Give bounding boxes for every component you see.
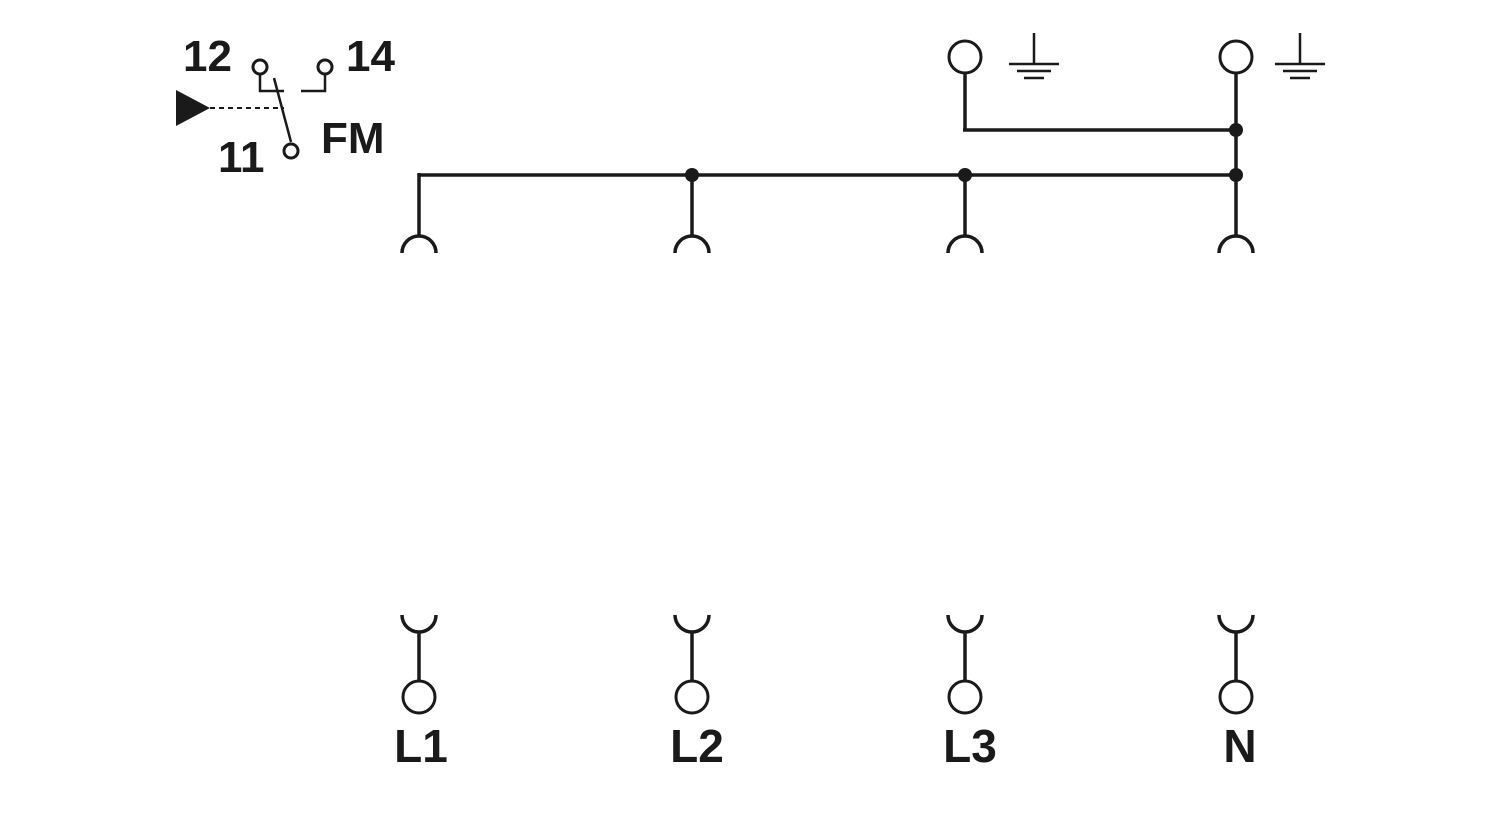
junction-dot xyxy=(685,168,699,182)
terminal-label-l2: L2 xyxy=(670,720,724,772)
bus-wiring xyxy=(417,123,1243,236)
earth-terminal-right xyxy=(1218,39,1254,131)
junction-dot xyxy=(1229,123,1243,137)
pin-12-lead xyxy=(258,74,284,93)
terminal-label-l3: L3 xyxy=(943,720,997,772)
pin-11-terminal xyxy=(282,142,300,160)
switch-blade xyxy=(272,77,293,143)
contact-label-fm: FM xyxy=(321,114,385,163)
terminal-l1 xyxy=(401,679,437,715)
actuator-arrow-icon xyxy=(176,90,210,126)
terminal-n xyxy=(1218,679,1254,715)
terminal-label-n: N xyxy=(1223,720,1256,772)
terminal-l2 xyxy=(674,679,710,715)
terminal-label-l1: L1 xyxy=(394,720,448,772)
upper-plug-contacts xyxy=(400,234,1255,254)
pin-14-lead xyxy=(301,74,327,93)
junction-dot xyxy=(1229,168,1243,182)
pin-label-14: 14 xyxy=(346,32,395,81)
ground-icon xyxy=(1009,33,1059,80)
pin-label-12: 12 xyxy=(183,32,232,81)
junction-dot xyxy=(958,168,972,182)
pin-14-terminal xyxy=(316,58,334,76)
lower-plug-contacts xyxy=(400,614,1255,681)
pin-label-11: 11 xyxy=(218,133,265,182)
pin-12-terminal xyxy=(251,58,269,76)
fm-signal-contact: 12 14 11 FM xyxy=(176,32,395,182)
earth-terminal-left xyxy=(947,39,983,131)
terminal-l3 xyxy=(947,679,983,715)
ground-icon xyxy=(1275,33,1325,80)
